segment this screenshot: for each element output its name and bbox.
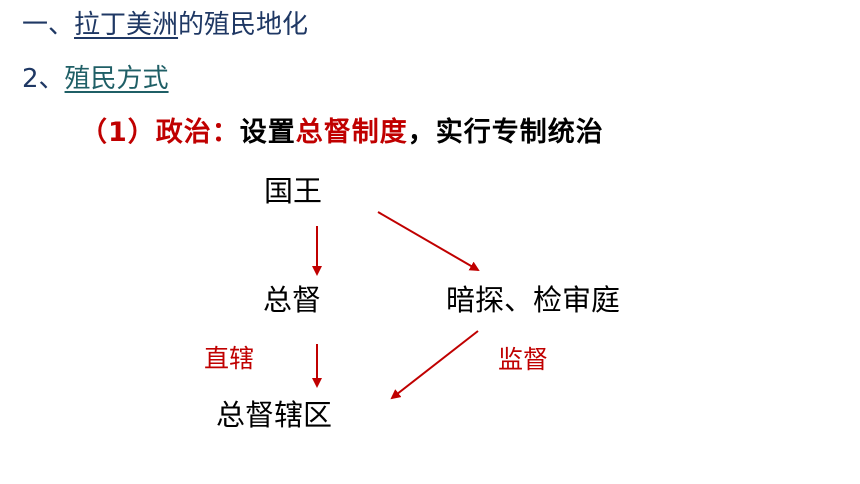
heading-1-prefix: 一、 <box>22 10 75 40</box>
point-text-b: ，实行专制统治 <box>407 117 604 148</box>
heading-2-link[interactable]: 殖民方式 <box>64 64 169 94</box>
node-inquisition: 暗探、检审庭 <box>446 283 621 317</box>
label-direct: 直辖 <box>204 344 255 373</box>
arrow-king-to-inquisition <box>377 211 480 272</box>
point-label: （1）政治： <box>80 117 240 148</box>
point-highlight: 总督制度 <box>295 117 408 148</box>
point-politics: （1）政治：设置总督制度，实行专制统治 <box>80 110 604 149</box>
label-supervise: 监督 <box>498 345 549 374</box>
heading-section-1: 一、拉丁美洲的殖民地化 <box>22 4 308 41</box>
node-governor: 总督 <box>263 283 322 317</box>
heading-2-prefix: 2、 <box>22 64 65 94</box>
heading-1-link[interactable]: 拉丁美洲 <box>74 10 179 40</box>
point-text-a: 设置 <box>239 117 296 148</box>
node-district: 总督辖区 <box>216 398 333 432</box>
heading-1-suffix: 的殖民地化 <box>178 10 309 40</box>
heading-subsection-2: 2、殖民方式 <box>22 58 169 95</box>
arrow-inquisition-to-district <box>390 330 479 400</box>
node-king: 国王 <box>264 174 323 208</box>
